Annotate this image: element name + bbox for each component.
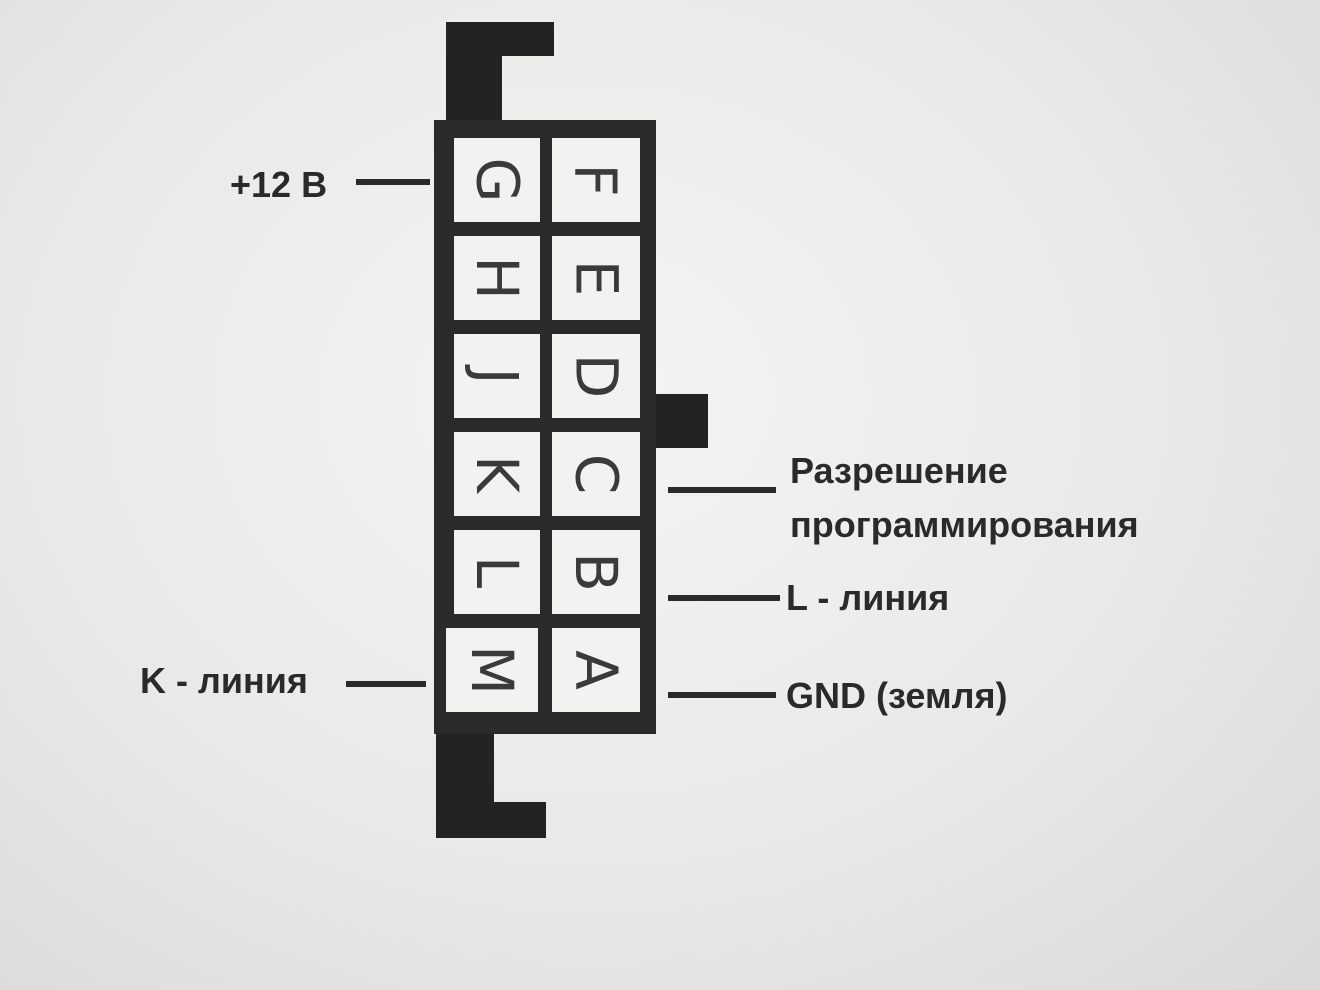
pin-letter: M xyxy=(457,644,526,696)
pin-letter: H xyxy=(463,256,531,300)
lead-l-line xyxy=(668,595,780,601)
pin-f: F xyxy=(552,138,640,222)
pin-m: M xyxy=(446,628,538,712)
top-latch-stem xyxy=(446,22,502,126)
lead-gnd xyxy=(668,692,776,698)
pin-letter: E xyxy=(562,259,630,297)
label-gnd: GND (земля) xyxy=(786,675,1008,716)
pin-g: G xyxy=(454,138,540,222)
pin-b: B xyxy=(552,530,640,614)
lead-plus-12v xyxy=(356,179,430,185)
pin-j: J xyxy=(454,334,540,418)
pin-letter: A xyxy=(562,650,630,690)
pin-letter: F xyxy=(562,163,630,197)
pin-letter: B xyxy=(561,552,630,592)
pin-k: K xyxy=(454,432,540,516)
bottom-latch-bracket xyxy=(436,802,546,838)
pin-letter: K xyxy=(462,454,531,494)
pin-c: C xyxy=(552,432,640,516)
pin-l: L xyxy=(454,530,540,614)
side-key-tab xyxy=(654,394,708,448)
label-l-line: L - линия xyxy=(786,577,950,618)
label-plus-12v: +12 В xyxy=(230,164,328,205)
pin-letter: D xyxy=(561,353,630,399)
label-k-line: K - линия xyxy=(140,660,308,701)
pin-d: D xyxy=(552,334,640,418)
pin-letter: C xyxy=(562,453,630,495)
label-programming-enable: Разрешение программирования xyxy=(790,450,1139,545)
pin-a: A xyxy=(552,628,640,712)
pin-letter: J xyxy=(462,367,531,385)
pin-letter: L xyxy=(462,555,531,589)
lead-k-line xyxy=(346,681,426,687)
pin-e: E xyxy=(552,236,640,320)
pin-letter: G xyxy=(462,157,531,203)
pin-h: H xyxy=(454,236,540,320)
connector-body: G H J K L M F E D C B xyxy=(434,120,656,734)
lead-programming-enable xyxy=(668,487,776,493)
